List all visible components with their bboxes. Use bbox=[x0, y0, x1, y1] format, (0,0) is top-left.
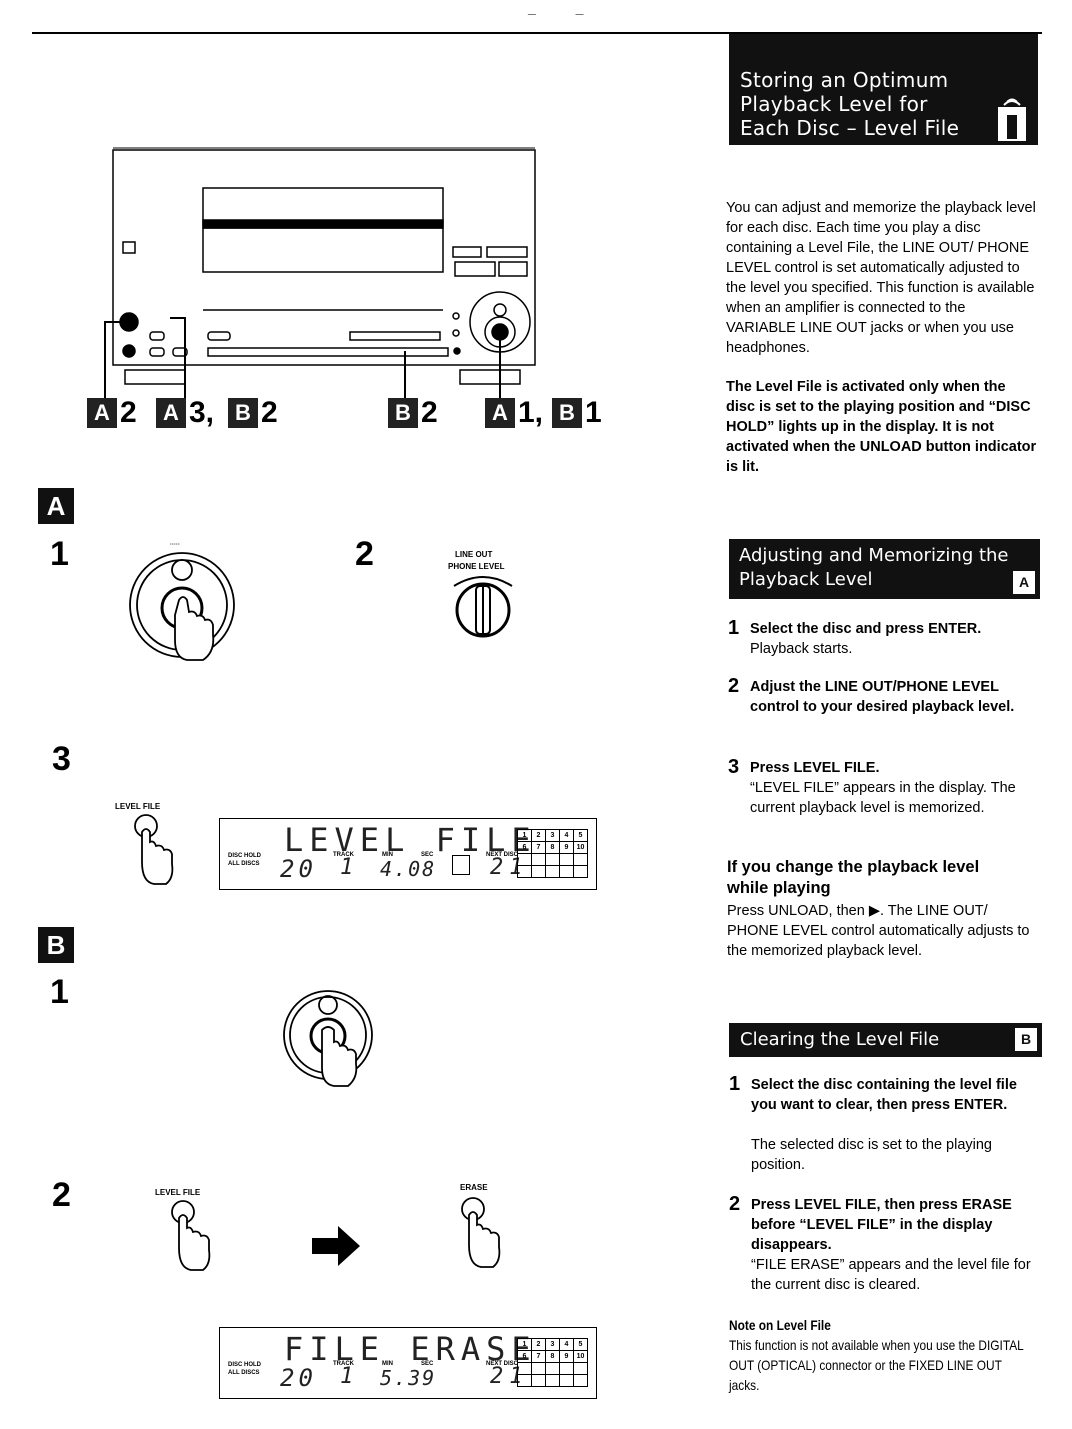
level-file-label-b2: LEVEL FILE bbox=[155, 1188, 201, 1197]
lcd-track-number: 1 bbox=[340, 1364, 354, 1389]
intro-paragraph: You can adjust and memorize the playback… bbox=[726, 200, 1036, 356]
lcd-min-label: MIN bbox=[382, 1361, 393, 1367]
section-a-badge: A bbox=[1013, 571, 1035, 594]
illustration-step-b2: 2 bbox=[52, 1176, 71, 1214]
line-out-label: LINE OUT bbox=[455, 550, 493, 559]
note-heading: Note on Level File bbox=[729, 1317, 831, 1333]
section-a-step-3: 3 Press LEVEL FILE. “LEVEL FILE” appears… bbox=[728, 756, 1048, 846]
section-b-step-1: 1 Select the disc containing the level f… bbox=[729, 1073, 1049, 1183]
step-heading: Adjust the LINE OUT/PHONE LEVEL control … bbox=[750, 679, 1015, 715]
top-marks: _ _ bbox=[528, 0, 602, 16]
lcd-disc-number: 20 bbox=[280, 855, 317, 883]
lcd-time: 5.39 bbox=[380, 1366, 437, 1390]
lcd-all-discs: ALL DISCS bbox=[228, 1370, 260, 1376]
lcd-main-text: FILE ERASE bbox=[284, 1330, 537, 1368]
jog-dial-enter-icon-b bbox=[283, 990, 373, 1087]
main-title: Storing an Optimum Playback Level for Ea… bbox=[740, 68, 959, 140]
illustration-step-a3: 3 bbox=[52, 740, 71, 778]
section-a-title-line: Adjusting and Memorizing the bbox=[739, 545, 1009, 566]
note-body: This function is not available when you … bbox=[729, 1337, 1024, 1393]
lcd-main-text: LEVEL FILE bbox=[284, 821, 537, 859]
step-number: 1 bbox=[728, 617, 740, 639]
step-number: 1 bbox=[729, 1073, 741, 1095]
lcd-time: 4.08 bbox=[380, 857, 437, 881]
section-b-step-2: 2 Press LEVEL FILE, then press ERASE bef… bbox=[729, 1193, 1049, 1303]
step-heading: Select the disc and press ENTER. bbox=[750, 621, 982, 637]
remote-control-icon bbox=[998, 98, 1026, 141]
step-description: Playback starts. bbox=[750, 641, 853, 657]
tip-body: Press UNLOAD, then ▶. The LINE OUT/ PHON… bbox=[727, 903, 1030, 959]
step-number: 2 bbox=[729, 1193, 741, 1215]
lcd-min-label: MIN bbox=[382, 852, 393, 858]
lcd-track-label: TRACK bbox=[333, 1361, 354, 1367]
step-heading: Press LEVEL FILE, then press ERASE befor… bbox=[751, 1197, 1012, 1253]
step-description: The selected disc is set to the playing … bbox=[751, 1137, 992, 1173]
lcd-all-discs: ALL DISCS bbox=[228, 861, 260, 867]
intro-bold-note: The Level File is activated only when th… bbox=[726, 379, 1037, 475]
lcd-disc-number: 20 bbox=[280, 1364, 317, 1392]
erase-label: ERASE bbox=[460, 1183, 488, 1192]
illustration-step-a1: 1 bbox=[50, 535, 69, 573]
lcd-disc-hold: DISC HOLD bbox=[228, 1362, 261, 1368]
section-a-step-2: 2 Adjust the LINE OUT/PHONE LEVEL contro… bbox=[728, 675, 1048, 745]
level-file-button-press-icon-b bbox=[171, 1200, 211, 1271]
step-number: 2 bbox=[728, 675, 740, 697]
step-description: “LEVEL FILE” appears in the display. The… bbox=[750, 780, 1016, 816]
section-a-title-line: Playback Level bbox=[739, 569, 873, 590]
lcd-track-label: TRACK bbox=[333, 852, 354, 858]
jog-dial-enter-icon: ····· bbox=[129, 542, 235, 661]
section-b-badge: B bbox=[1015, 1028, 1037, 1051]
lcd-file-indicator bbox=[452, 855, 470, 875]
illustration-step-b1: 1 bbox=[50, 973, 69, 1011]
lcd-sec-label: SEC bbox=[421, 852, 434, 858]
lcd-display-file-erase: FILE ERASE DISC HOLD ALL DISCS TRACK MIN… bbox=[219, 1327, 597, 1399]
level-file-button-press-icon bbox=[134, 814, 174, 885]
lcd-sec-label: SEC bbox=[421, 1361, 434, 1367]
section-a-step-1: 1 Select the disc and press ENTER. Playb… bbox=[728, 617, 1048, 667]
cd-changer-illustration bbox=[104, 147, 536, 400]
lcd-next-disc-label: NEXT DISC bbox=[486, 1361, 519, 1367]
level-file-label-a3: LEVEL FILE bbox=[115, 802, 161, 811]
section-b-header: Clearing the Level File B bbox=[729, 1023, 1042, 1057]
step-number: 3 bbox=[728, 756, 740, 778]
title-line: Playback Level for bbox=[740, 92, 928, 116]
lcd-display-level-file: LEVEL FILE DISC HOLD ALL DISCS TRACK MIN… bbox=[219, 818, 597, 890]
step-description: “FILE ERASE” appears and the level file … bbox=[751, 1257, 1031, 1293]
title-line: Storing an Optimum bbox=[740, 68, 949, 92]
title-line: Each Disc – Level File bbox=[740, 116, 960, 140]
illustration-step-a2: 2 bbox=[355, 535, 374, 573]
section-a-header: Adjusting and Memorizing the Playback Le… bbox=[729, 539, 1040, 599]
phone-level-label: PHONE LEVEL bbox=[448, 562, 505, 571]
lcd-track-number: 1 bbox=[340, 855, 354, 880]
illustration-label-b: B bbox=[38, 927, 74, 963]
svg-text:·····: ····· bbox=[170, 542, 180, 548]
section-b-title: Clearing the Level File bbox=[740, 1029, 940, 1050]
top-rule bbox=[32, 32, 1042, 34]
step-heading: Press LEVEL FILE. bbox=[750, 760, 880, 776]
right-arrow-icon bbox=[312, 1226, 360, 1266]
step-heading: Select the disc containing the level fil… bbox=[751, 1077, 1017, 1113]
erase-button-press-icon bbox=[461, 1197, 501, 1268]
illustration-label-a: A bbox=[38, 488, 74, 524]
tip-heading: If you change the playback level while p… bbox=[727, 858, 980, 897]
phone-level-knob-icon bbox=[453, 576, 513, 638]
main-header: Storing an Optimum Playback Level for Ea… bbox=[729, 34, 1038, 145]
lcd-disc-hold: DISC HOLD bbox=[228, 853, 261, 859]
lcd-next-disc-label: NEXT DISC bbox=[486, 852, 519, 858]
